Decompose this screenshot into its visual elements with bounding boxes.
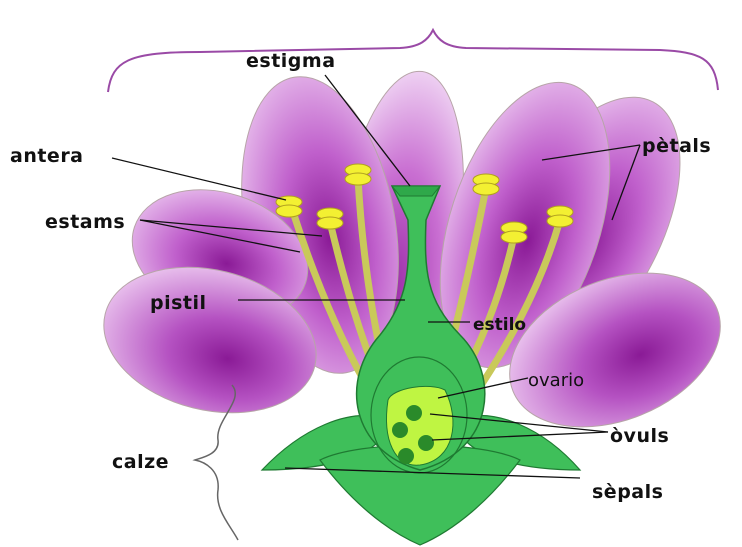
label-ovuls: òvuls: [610, 425, 669, 447]
anther: [317, 208, 343, 229]
anther: [501, 222, 527, 243]
anther: [547, 206, 573, 227]
label-ovario: ovario: [528, 370, 584, 391]
label-estilo: estilo: [473, 315, 526, 335]
label-estigma: estigma: [246, 50, 336, 72]
label-calze: calze: [112, 451, 169, 473]
label-estams: estams: [45, 211, 125, 233]
label-antera: antera: [10, 145, 84, 167]
anther: [473, 174, 499, 195]
label-pistil: pistil: [150, 292, 207, 314]
stigma: [392, 186, 440, 196]
label-petals: pètals: [642, 135, 711, 157]
label-sepals: sèpals: [592, 481, 663, 503]
anther: [345, 164, 371, 185]
